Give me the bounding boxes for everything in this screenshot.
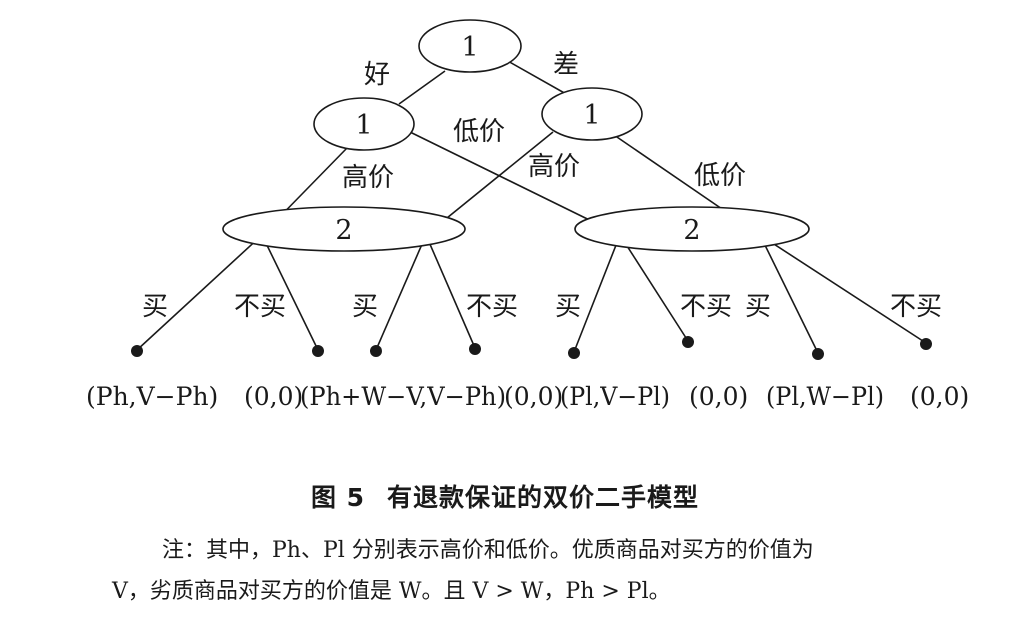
edge-nobuy-4 <box>759 234 927 344</box>
player1-node-good-label: 1 <box>355 110 372 141</box>
edge-root-good <box>398 70 446 105</box>
info-set-high-price <box>222 206 466 252</box>
player1-node-bad <box>541 87 643 141</box>
label-buy-3: 买 <box>555 292 581 322</box>
leaf-7 <box>812 348 824 360</box>
edge-nobuy-2 <box>425 234 476 349</box>
label-right-high: 高价 <box>528 152 580 182</box>
player1-node-bad-label: 1 <box>583 100 600 131</box>
edge-buy-2 <box>375 234 427 351</box>
edge-buy-4 <box>759 234 819 354</box>
payoff-5: (Pl,V−Pl) <box>560 382 670 411</box>
leaf-1 <box>131 345 143 357</box>
label-buy-2: 买 <box>352 292 378 322</box>
edge-nobuy-1 <box>261 234 319 351</box>
label-nobuy-2: 不买 <box>466 292 518 322</box>
figure-title: 有退款保证的双价二手模型 <box>387 483 700 512</box>
leaf-8 <box>920 338 932 350</box>
label-buy-1: 买 <box>142 292 168 322</box>
payoff-6: (0,0) <box>689 382 748 411</box>
payoff-2: (0,0) <box>244 382 303 411</box>
leaf-5 <box>568 347 580 359</box>
label-buy-4: 买 <box>745 292 771 322</box>
note-line-1: 注：其中，Ph、Pl 分别表示高价和低价。优质商品对买方的价值为 <box>162 538 814 563</box>
info-set-low-label: 2 <box>683 215 700 246</box>
leaf-3 <box>370 345 382 357</box>
label-nobuy-1: 不买 <box>234 292 286 322</box>
player1-node-good <box>313 97 415 151</box>
leaf-4 <box>469 343 481 355</box>
game-tree: 1 1 1 2 2 好 差 高价 低价 高价 低价 买 不买 买 不买 买 不买… <box>86 19 969 411</box>
payoff-4: (0,0) <box>504 382 563 411</box>
root-node-label: 1 <box>461 32 478 63</box>
note-line-2: V，劣质商品对买方的价值是 W。且 V > W，Ph > Pl。 <box>112 579 671 604</box>
label-bad: 差 <box>553 50 579 80</box>
leaf-6 <box>682 336 694 348</box>
label-right-low: 低价 <box>694 161 746 191</box>
payoff-8: (0,0) <box>910 382 969 411</box>
root-node <box>418 19 522 73</box>
label-left-low: 低价 <box>453 117 505 147</box>
label-nobuy-3: 不买 <box>680 292 732 322</box>
label-left-high: 高价 <box>342 163 394 193</box>
edge-buy-1 <box>136 234 263 351</box>
label-nobuy-4: 不买 <box>890 292 942 322</box>
payoff-1: (Ph,V−Ph) <box>86 382 218 411</box>
edge-left-low <box>409 131 621 236</box>
edge-buy-3 <box>573 234 621 353</box>
info-set-low-price <box>574 206 810 252</box>
leaf-2 <box>312 345 324 357</box>
edge-nobuy-3 <box>619 234 689 342</box>
figure-caption: 图 5 有退款保证的双价二手模型 <box>0 478 1010 514</box>
payoff-7: (Pl,W−Pl) <box>766 382 884 411</box>
figure-number: 图 5 <box>310 483 366 512</box>
payoff-3: (Ph+W−V,V−Ph) <box>300 382 506 411</box>
label-good: 好 <box>364 60 390 90</box>
info-set-high-label: 2 <box>335 215 352 246</box>
